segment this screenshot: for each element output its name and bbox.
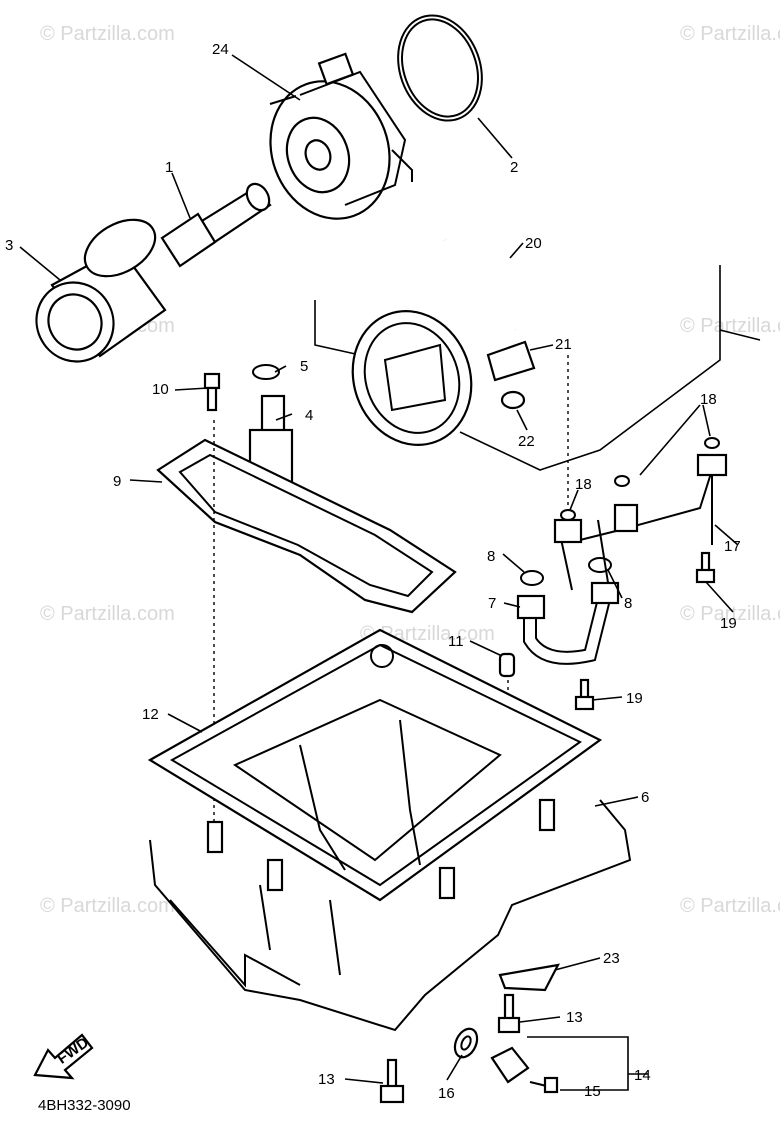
callout-label: 14 [634, 1067, 651, 1084]
callout-label: 5 [300, 358, 308, 375]
callout-label: 2 [510, 159, 518, 176]
part-clip [500, 390, 526, 410]
part-o-ring-large [397, 14, 483, 122]
fwd-arrow: FWD [33, 1033, 94, 1080]
part-o-rings-8 [520, 557, 612, 586]
part-oil-pan [149, 698, 632, 1032]
callout-label: 6 [641, 789, 649, 806]
part-strainer [156, 438, 457, 614]
part-bolt-13 [379, 993, 521, 1104]
callout-label: 8 [624, 595, 632, 612]
part-union-bolt [160, 182, 272, 268]
callout-label: 21 [555, 336, 572, 353]
callout-label: 13 [566, 1009, 583, 1026]
callout-label: 7 [488, 595, 496, 612]
callout-leaders [19, 54, 739, 1091]
part-pipe [443, 237, 518, 331]
callout-label: 4 [305, 407, 313, 424]
callout-label: 3 [5, 237, 13, 254]
watermark: © Partzilla.com [680, 603, 780, 625]
part-oil-cooler [269, 52, 413, 220]
watermark: © Partzilla.com [40, 603, 175, 625]
callout-label: 19 [720, 615, 737, 632]
callout-label: 13 [318, 1071, 335, 1088]
watermark: © Partzilla.com [40, 895, 175, 917]
callout-label: 12 [142, 706, 159, 723]
part-gasket-washer [453, 1027, 479, 1059]
part-drain-bolt [490, 1046, 530, 1084]
watermark: © Partzilla.com [680, 315, 780, 337]
callout-label: 18 [575, 476, 592, 493]
callout-label: 22 [518, 433, 535, 450]
engine-outline [314, 265, 761, 471]
part-o-ring-small [252, 364, 280, 380]
part-bracket [498, 963, 560, 992]
watermark: © Partzilla.com [680, 895, 780, 917]
callout-label: 20 [525, 235, 542, 252]
callout-label: 15 [584, 1083, 601, 1100]
callout-label: 17 [724, 538, 741, 555]
part-bolt-10 [203, 372, 221, 412]
callout-label: 11 [448, 633, 464, 650]
callout-label: 19 [626, 690, 643, 707]
drawing-number: 4BH332-3090 [38, 1097, 131, 1114]
callout-label: 23 [603, 950, 620, 967]
callout-label: 8 [487, 548, 495, 565]
part-bolt-15 [529, 1076, 559, 1094]
part-oil-filter [35, 218, 167, 363]
part-bolt-19 [574, 551, 716, 711]
callout-label: 16 [438, 1085, 455, 1102]
callout-labels: 24 2 1 3 20 21 5 10 4 22 18 9 18 17 8 7 … [5, 41, 741, 1102]
callout-label: 10 [152, 381, 169, 398]
watermark: © Partzilla.com [680, 23, 780, 45]
part-u-pipe [516, 581, 620, 665]
part-damper [486, 340, 536, 382]
callout-label: 1 [165, 159, 173, 176]
part-oil-pan-gasket [147, 628, 603, 902]
callout-label: 9 [113, 473, 121, 490]
callout-label: 18 [700, 391, 717, 408]
watermark: © Partzilla.com [40, 23, 175, 45]
callout-label: 24 [212, 41, 229, 58]
part-dowel [498, 652, 516, 678]
